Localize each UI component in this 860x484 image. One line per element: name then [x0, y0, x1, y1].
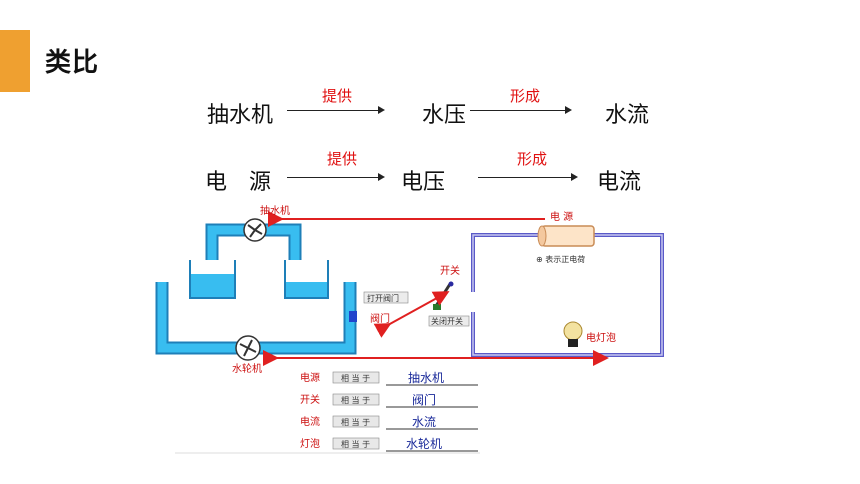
- label-switch-closed: 关闭开关: [431, 316, 463, 326]
- label-valve: 阀门: [370, 312, 390, 325]
- analogy-diagram-svg: 抽水机 水轮机 阀门 打开阀门 电 源 ⊕ 表示正电荷 开关 关闭开关 电灯泡 …: [155, 204, 664, 454]
- mapping-term-4: 灯泡: [300, 437, 320, 450]
- mapping-equals-3: 相 当 于: [341, 417, 370, 427]
- row1-term-c: 水流: [605, 103, 650, 128]
- row2-verb-2: 形成: [517, 150, 548, 168]
- battery-icon: [541, 225, 595, 247]
- label-switch: 开关: [440, 264, 460, 277]
- row1-verb-1: 提供: [322, 87, 353, 105]
- row2-term-a: 电 源: [205, 170, 272, 195]
- row2-term-b: 电压: [401, 170, 446, 195]
- row2-verb-1: 提供: [327, 150, 358, 168]
- row1-arrow-1: [287, 106, 385, 114]
- row1-term-a: 抽水机: [207, 103, 274, 128]
- label-water-wheel: 水轮机: [232, 362, 262, 375]
- mapping-equals-2: 相 当 于: [341, 395, 370, 405]
- label-charge-note: ⊕ 表示正电荷: [536, 254, 585, 264]
- label-open-valve: 打开阀门: [367, 293, 399, 303]
- arrow-switch-valve: [373, 291, 450, 338]
- mapping-table: 电源 相 当 于 抽水机 开关 相 当 于 阀门 电流 相 当 于 水流 灯泡 …: [300, 371, 478, 452]
- row1-term-b: 水压: [422, 103, 467, 128]
- bulb-icon: [563, 321, 583, 341]
- mapping-equals-4: 相 当 于: [341, 439, 370, 449]
- row1-arrow-2: [470, 106, 572, 114]
- row2-arrow-1: [287, 173, 385, 181]
- label-bulb: 电灯泡: [586, 331, 616, 344]
- mapping-term-3: 电流: [300, 415, 320, 428]
- mapping-equals-1: 相 当 于: [341, 373, 370, 383]
- mapping-answer-2: 阀门: [412, 392, 436, 407]
- page-title: 类比: [45, 48, 100, 78]
- mapping-answer-4: 水轮机: [406, 437, 442, 451]
- mapping-answer-1: 抽水机: [408, 371, 444, 385]
- label-source: 电 源: [550, 210, 573, 223]
- mapping-term-2: 开关: [300, 393, 320, 406]
- valve-icon: [349, 311, 357, 322]
- row2-arrow-2: [478, 173, 578, 181]
- row1-verb-2: 形成: [510, 87, 541, 105]
- accent-bar: [0, 30, 30, 92]
- label-pump-top: 抽水机: [260, 204, 290, 217]
- water-circuit: [155, 218, 357, 361]
- analogy-diagram: 抽水机 水轮机 阀门 打开阀门 电 源 ⊕ 表示正电荷 开关 关闭开关 电灯泡 …: [150, 200, 680, 460]
- row2-term-c: 电流: [597, 170, 642, 195]
- mapping-term-1: 电源: [300, 371, 320, 384]
- electric-circuit: [433, 225, 664, 357]
- mapping-answer-3: 水流: [412, 415, 436, 429]
